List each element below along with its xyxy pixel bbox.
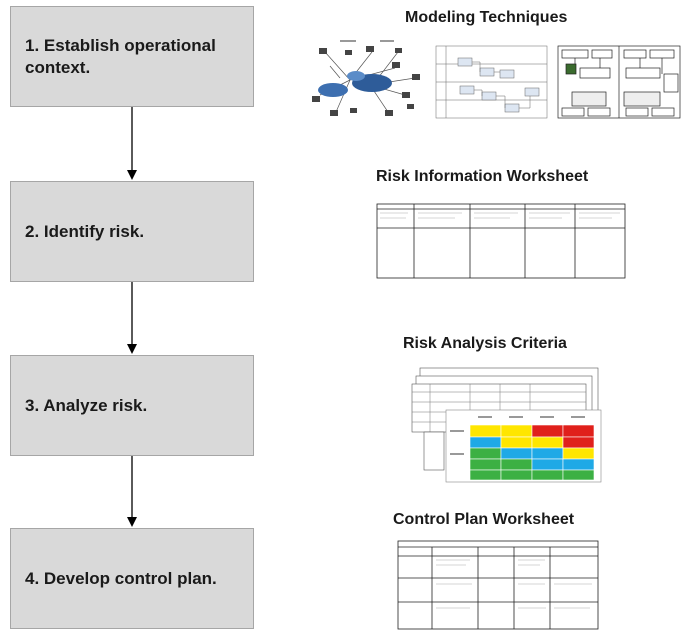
system-context-diagram-thumbnail [557,45,681,119]
modeling-techniques-title: Modeling Techniques [405,9,568,26]
step-1-label: 1. Establish operational context. [25,35,216,77]
step-3-box: 3. Analyze risk. [10,355,254,456]
step-2-label: 2. Identify risk. [25,221,145,241]
risk-heat-matrix-thumbnail [445,409,602,483]
network-diagram-thumbnail [312,40,420,116]
risk-analysis-criteria-title: Risk Analysis Criteria [403,335,567,352]
step-4-box: 4. Develop control plan. [10,528,254,629]
step-3-label: 3. Analyze risk. [25,395,148,415]
swimlane-process-diagram-thumbnail [435,45,548,119]
control-plan-worksheet-title: Control Plan Worksheet [393,511,575,528]
control-plan-table-thumbnail [397,540,599,630]
step-1-box: 1. Establish operational context. [10,6,254,107]
step-2-box: 2. Identify risk. [10,181,254,282]
step-4-label: 4. Develop control plan. [25,568,217,588]
risk-information-table-thumbnail [376,203,626,279]
risk-information-worksheet-title: Risk Information Worksheet [376,168,589,185]
